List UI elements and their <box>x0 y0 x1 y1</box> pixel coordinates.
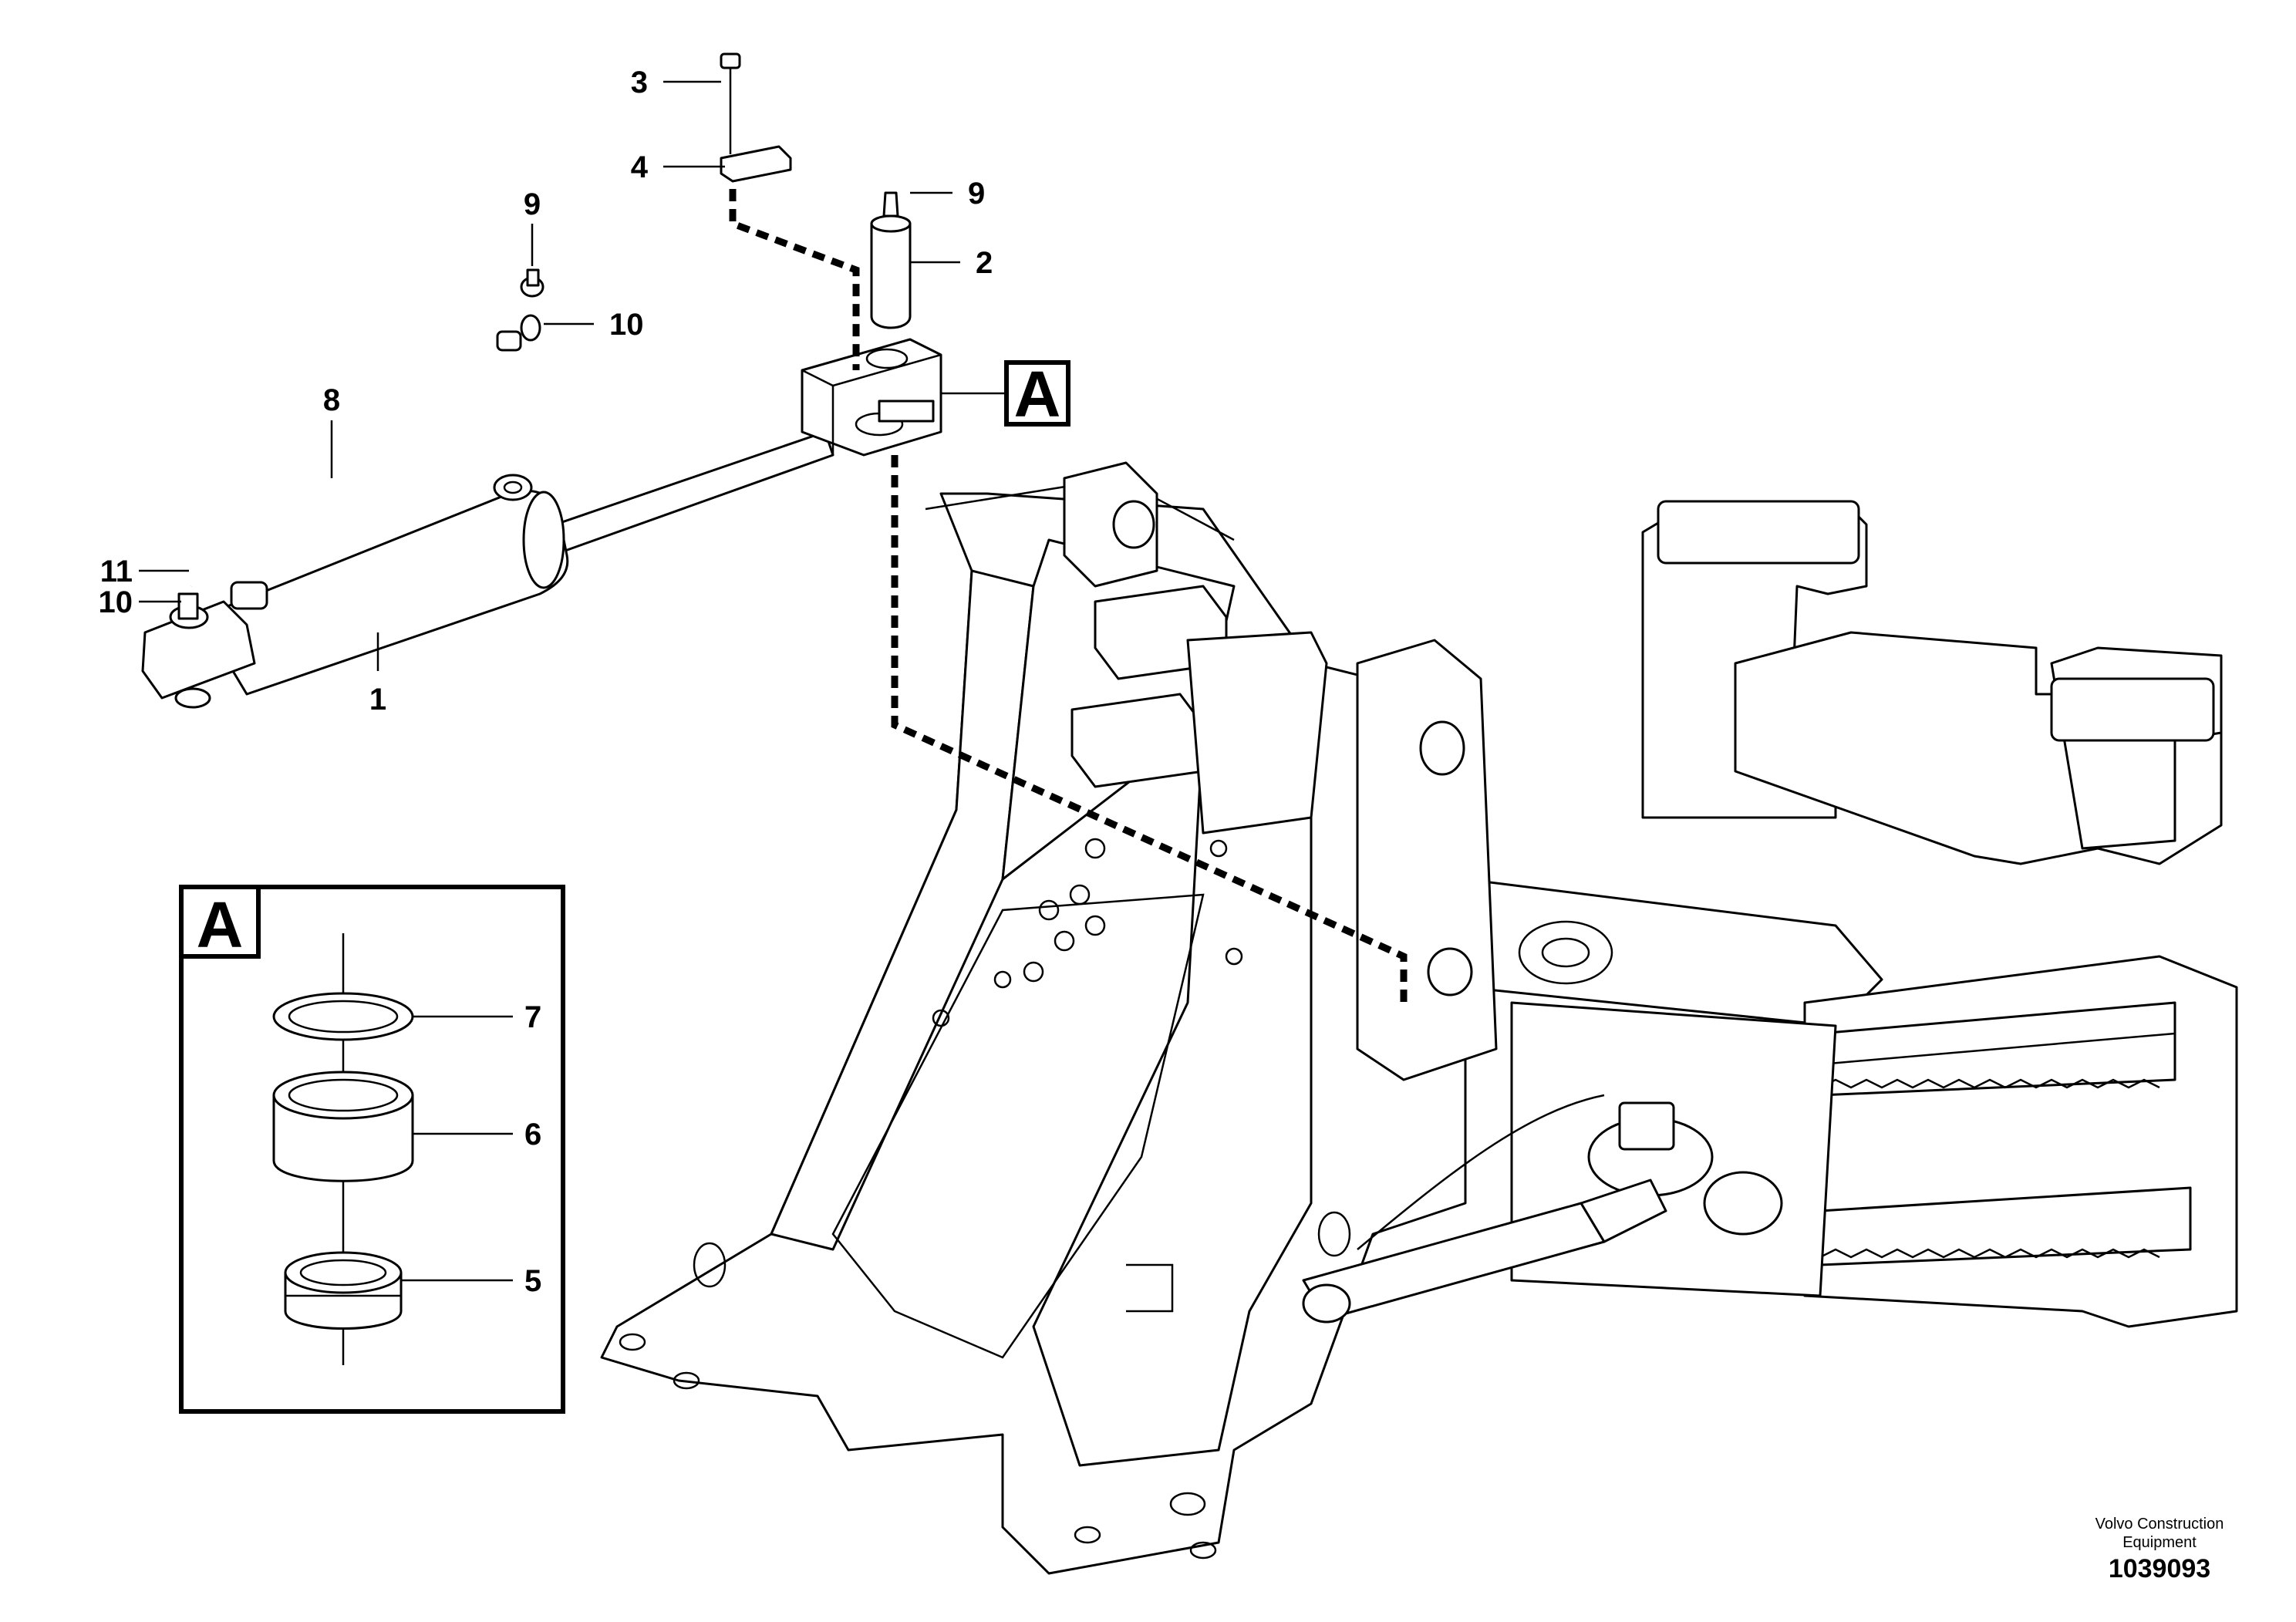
callout-10-cylinder: 10 <box>99 585 133 619</box>
callout-6: 6 <box>524 1118 541 1152</box>
callout-1: 1 <box>369 683 386 717</box>
mounted-cylinder <box>1302 1094 1675 1324</box>
steering-cylinder <box>141 430 834 709</box>
front-frame-drawing <box>600 461 2238 1575</box>
callout-4: 4 <box>631 150 649 184</box>
publisher-line-1: Volvo Construction <box>2095 1516 2224 1533</box>
callout-2: 2 <box>976 246 993 280</box>
callout-10-hose: 10 <box>609 308 644 342</box>
detail-a-inset: A <box>179 885 565 1414</box>
callout-3: 3 <box>631 66 648 99</box>
clevis-housing <box>801 338 942 457</box>
frame-holes <box>619 838 1351 1560</box>
callout-11: 11 <box>100 555 133 588</box>
callout-7: 7 <box>524 1000 541 1034</box>
detail-marker-box <box>1004 360 1070 427</box>
bushing <box>272 1094 414 1182</box>
callout-9-hose: 9 <box>524 187 541 221</box>
leader-lines <box>139 80 1006 671</box>
screw-and-lock-plate <box>720 52 792 183</box>
detail-marker-letter: A <box>1014 358 1061 430</box>
hose-assembly <box>187 268 544 588</box>
callout-5: 5 <box>524 1264 541 1298</box>
position-line-1 <box>729 189 860 370</box>
callout-8: 8 <box>323 383 340 417</box>
position-line-2 <box>891 455 1408 1003</box>
callout-9-pin: 9 <box>968 177 985 211</box>
inset-letter: A <box>197 889 244 961</box>
pin-and-nipple <box>870 191 912 329</box>
publisher-line-2: Equipment <box>2122 1534 2197 1551</box>
drawing-number: 1039093 <box>2109 1554 2210 1583</box>
